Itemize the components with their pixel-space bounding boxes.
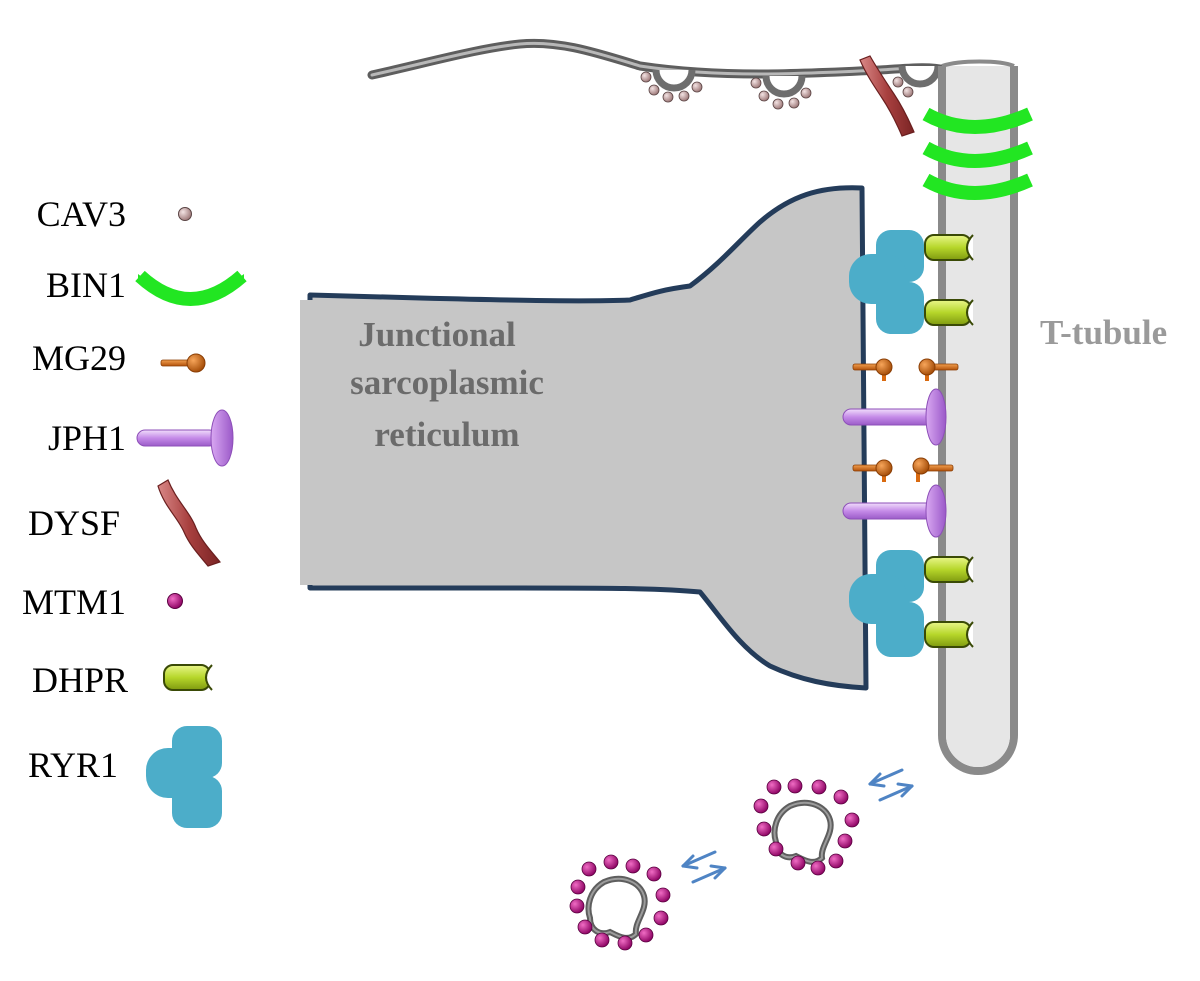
dhpr-1 [924, 234, 974, 261]
legend-label-cav3: CAV3 [37, 194, 126, 234]
dhpr-legend-icon [163, 664, 213, 691]
legend-label-mtm1: MTM1 [22, 582, 126, 622]
dhpr-4 [924, 621, 974, 648]
junctional-sr [300, 185, 869, 691]
dysf-legend-icon [157, 479, 222, 567]
mtm1-legend-icon [167, 593, 183, 609]
dhpr-3 [924, 556, 974, 583]
ryr1-upper [849, 230, 924, 334]
cav3-legend-icon [178, 207, 192, 221]
legend-label-dhpr: DHPR [32, 660, 128, 700]
vesicle-1 [753, 778, 860, 876]
mg29-legend-icon [160, 353, 206, 373]
sr-label-line2: sarcoplasmic [350, 363, 544, 402]
mg29-pair-upper [852, 358, 959, 381]
dysf-membrane [859, 55, 915, 137]
sr-label-line3: reticulum [374, 415, 519, 454]
jph1-upper [842, 388, 947, 446]
vesicle-2 [569, 854, 671, 951]
legend-label-jph1: JPH1 [48, 418, 126, 458]
exchange-arrows-lower [681, 850, 727, 884]
caveola-3 [892, 65, 942, 98]
legend-label-ryr1: RYR1 [28, 745, 118, 785]
mg29-pair-lower [852, 457, 954, 482]
dhpr-2 [924, 299, 974, 326]
jph1-lower [842, 484, 947, 538]
legend-label-bin1: BIN1 [46, 265, 126, 305]
bin1-tubule [922, 107, 1033, 200]
legend: CAV3 BIN1 MG29 JPH1 DYSF MTM1 DHPR [22, 194, 247, 828]
exchange-arrows-upper [868, 768, 914, 802]
ryr1-lower [849, 550, 924, 657]
legend-label-dysf: DYSF [28, 503, 120, 543]
t-tubule-label: T-tubule [1040, 313, 1167, 352]
jph1-legend-icon [136, 409, 234, 467]
ryr1-legend-icon [146, 726, 222, 828]
caveola-2 [750, 75, 812, 110]
caveola-1 [640, 69, 703, 103]
bin1-legend-icon [135, 270, 247, 306]
legend-label-mg29: MG29 [32, 338, 126, 378]
sr-label-line1: Junctional [358, 315, 516, 354]
